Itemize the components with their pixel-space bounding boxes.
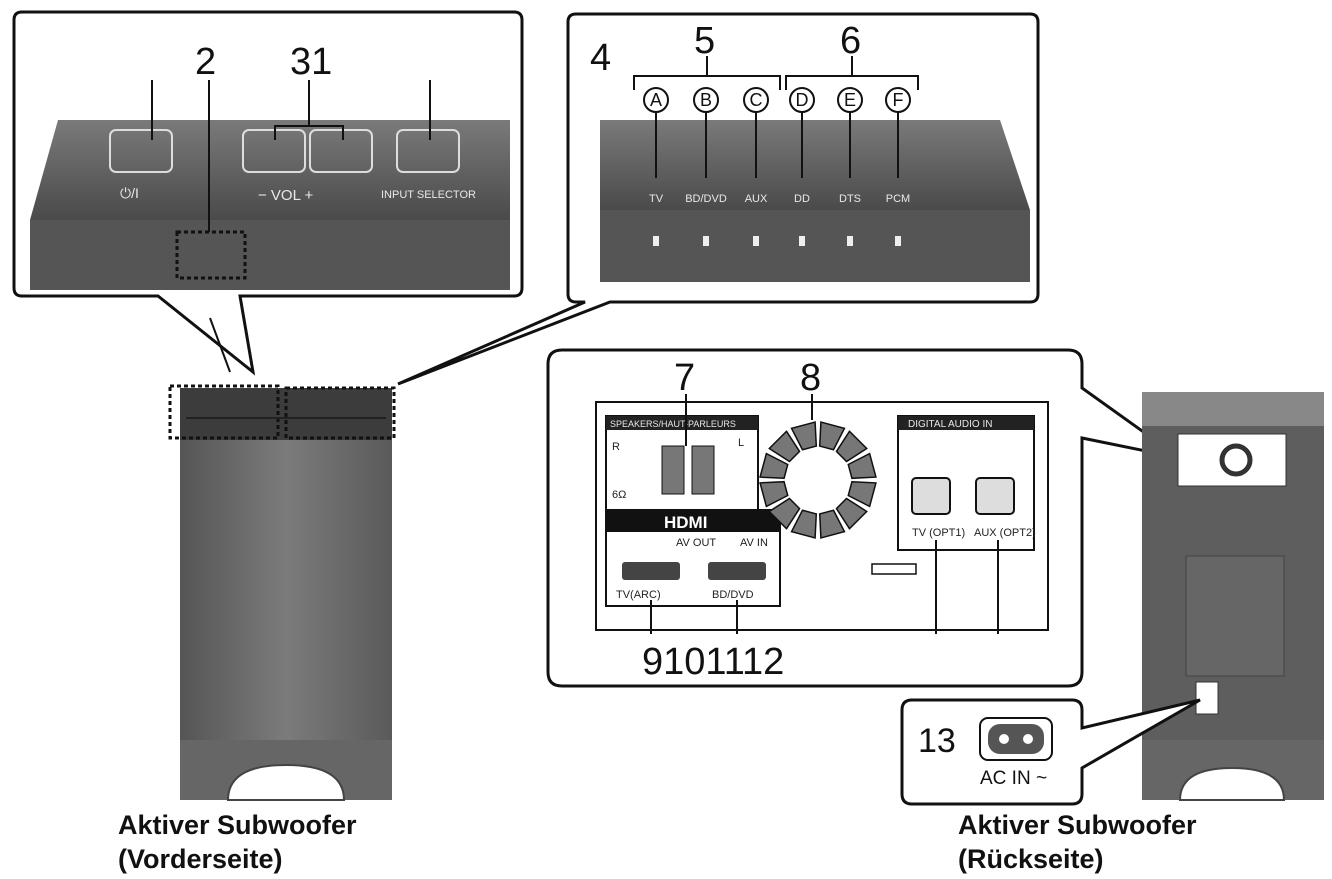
indicator-letter: B [700, 90, 712, 110]
callout-5: 5 [694, 20, 715, 62]
callout-9101112: 9101112 [642, 641, 784, 683]
caption-rear-line1: Aktiver Subwoofer [958, 810, 1197, 840]
rear-panel-inset: SPEAKERS/HAUT-PARLEURS R L 6Ω HDMI AV OU… [546, 348, 1181, 688]
optical-port-tv [911, 477, 951, 515]
fan-vent [818, 421, 846, 451]
indicator-led [653, 236, 659, 246]
caption-front-line1: Aktiver Subwoofer [118, 810, 357, 840]
fan-vent [790, 509, 818, 539]
av-in-label: AV IN [740, 537, 768, 549]
front-panel-top [30, 120, 510, 220]
hdmi-port-bd [708, 562, 766, 580]
indicator-letter: C [750, 90, 763, 110]
indicator-label: BD/DVD [685, 193, 727, 205]
indicator-label: DD [794, 193, 810, 205]
fan-vent [835, 430, 868, 463]
power-button[interactable] [109, 129, 173, 173]
indicator-led [799, 236, 805, 246]
indicator-label: DTS [839, 193, 861, 205]
av-out-label: AV OUT [676, 537, 716, 549]
fan-vent [759, 452, 789, 480]
indicator-led [847, 236, 853, 246]
ac-in-label: AC IN ~ [980, 768, 1047, 789]
indicator-led [703, 236, 709, 246]
front-panel-inset: ⏻/I − VOL + INPUT SELECTOR 2 31 [12, 10, 524, 376]
caption-rear-line2: (Rückseite) [958, 844, 1104, 874]
fan-vent [768, 430, 801, 463]
indicator-label: AUX [745, 193, 768, 205]
callout-13: 13 [918, 722, 956, 760]
input-selector-label: INPUT SELECTOR [381, 189, 476, 201]
optical-aux-label: AUX (OPT2) [974, 527, 1036, 539]
indicator-label: PCM [886, 193, 910, 205]
indicator-letter: E [844, 90, 856, 110]
ac-in-inset: 13 AC IN ~ [900, 698, 1201, 806]
input-selector-button[interactable] [396, 129, 460, 173]
indicator-led [753, 236, 759, 246]
callout-31: 31 [290, 41, 332, 83]
fan-vent [847, 480, 877, 508]
hdmi-port-tv-label: TV(ARC) [616, 589, 661, 601]
speaker-r: R [612, 441, 620, 453]
speakers-header: SPEAKERS/HAUT-PARLEURS [610, 419, 736, 429]
hdmi-port-bd-label: BD/DVD [712, 589, 754, 601]
vol-up-button[interactable] [309, 129, 373, 173]
fan-vent [835, 497, 868, 530]
vol-label: − VOL + [258, 187, 314, 204]
optical-port-aux [975, 477, 1015, 515]
fan-vent [768, 497, 801, 530]
caption-front-line2: (Vorderseite) [118, 844, 283, 874]
callout-8: 8 [800, 357, 821, 399]
sensor-area [175, 230, 247, 280]
indicator-letter: A [650, 90, 662, 110]
callout-7: 7 [674, 357, 695, 399]
indicator-label: TV [649, 193, 664, 205]
front-panel-face [30, 220, 510, 290]
indicator-letter: F [893, 90, 904, 110]
fan-vent [790, 421, 818, 451]
front-subwoofer [168, 384, 396, 801]
indicator-letter: D [796, 90, 809, 110]
hdmi-port-tv [622, 562, 680, 580]
fan-vent [818, 509, 846, 539]
optical-tv-label: TV (OPT1) [912, 527, 965, 539]
digital-audio-header: DIGITAL AUDIO IN [908, 419, 992, 430]
power-label: ⏻/I [120, 185, 139, 201]
callout-6: 6 [840, 20, 861, 62]
callout-2: 2 [195, 41, 216, 83]
impedance-label: 6Ω [612, 489, 626, 501]
callout-4: 4 [590, 37, 611, 79]
speaker-l: L [738, 437, 744, 449]
hdmi-logo: HDMI [664, 513, 707, 532]
rear-subwoofer [1142, 392, 1324, 801]
indicator-led [895, 236, 901, 246]
cooling-fan [759, 421, 877, 539]
fan-vent [759, 480, 789, 508]
fan-vent [847, 452, 877, 480]
